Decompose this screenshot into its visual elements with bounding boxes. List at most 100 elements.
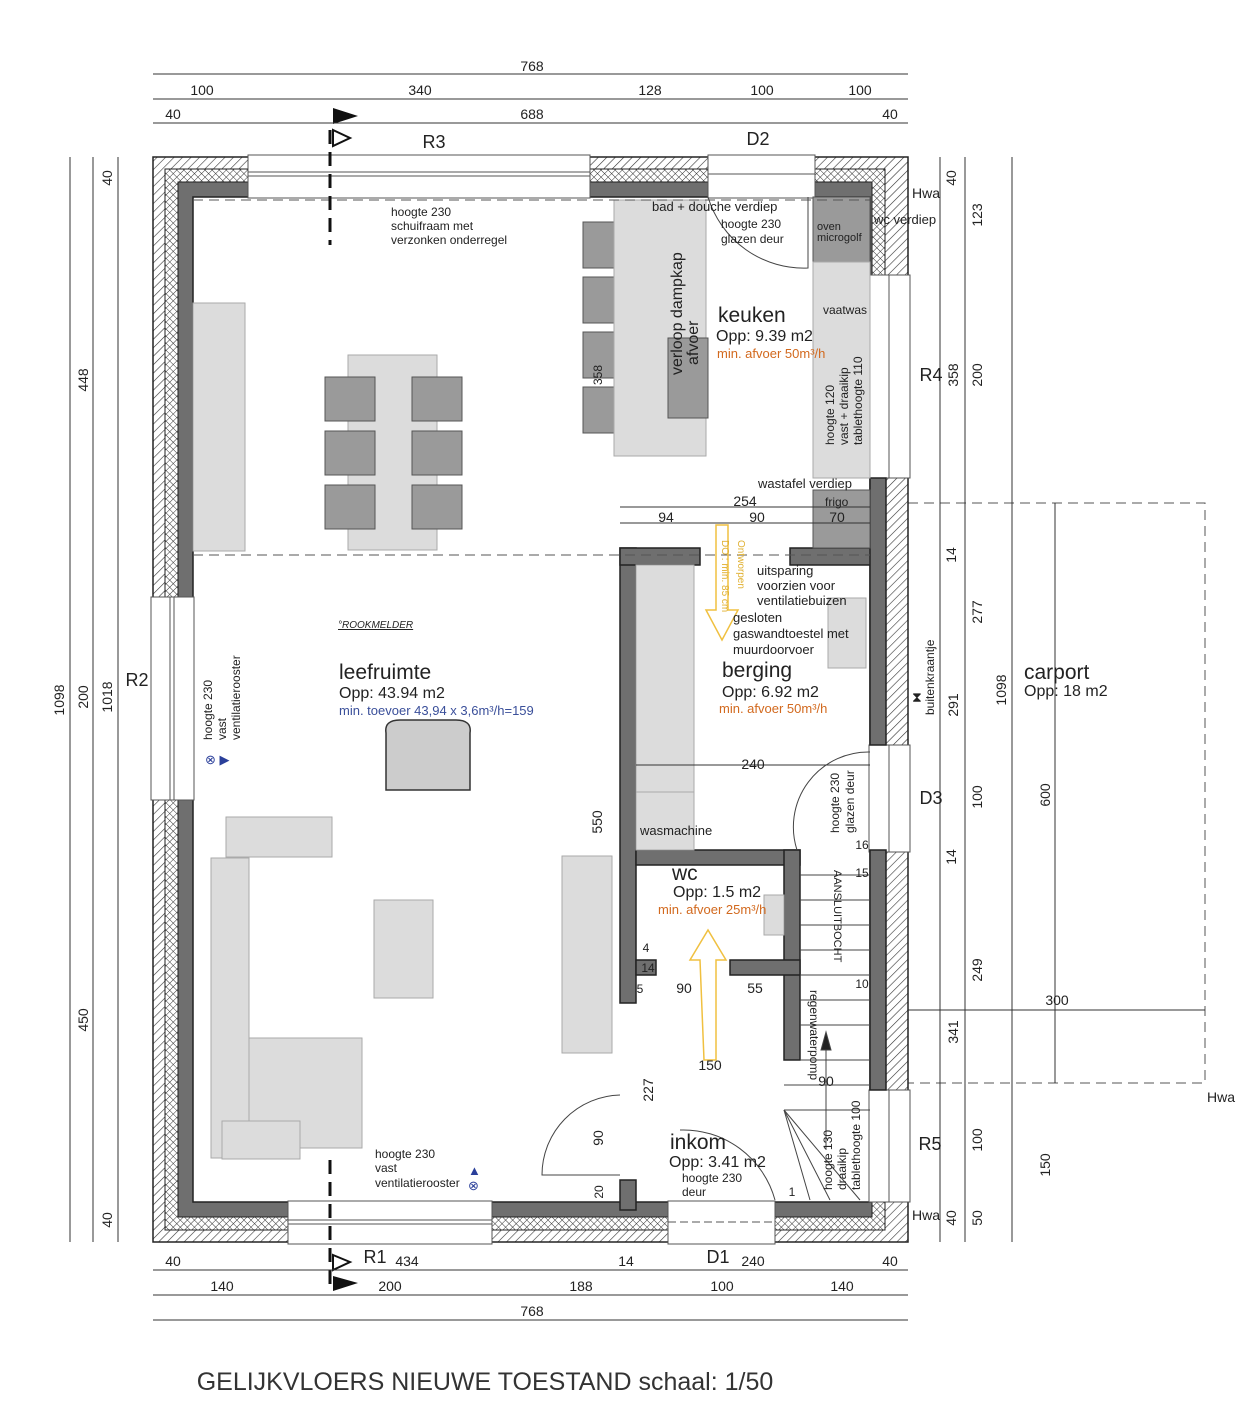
note-dampkap: afvoer bbox=[685, 320, 702, 365]
note-wasmachine: wasmachine bbox=[639, 823, 712, 838]
dim-interior: 227 bbox=[640, 1078, 656, 1102]
door-swing-d1 bbox=[679, 1129, 776, 1201]
vent-grille-icon: ⊗ ▶ bbox=[205, 752, 230, 767]
dim-right: 249 bbox=[969, 958, 985, 982]
dim-interior: 4 bbox=[643, 941, 650, 955]
note-aansluitbocht: AANSLUITBOCHT bbox=[831, 870, 843, 963]
note-r2: vast bbox=[215, 717, 229, 740]
dim-interior: 90 bbox=[818, 1073, 834, 1089]
note-r3: verzonken onderregel bbox=[391, 233, 507, 247]
dim-top: 688 bbox=[520, 106, 544, 122]
dim-interior: 70 bbox=[829, 509, 845, 525]
vent-grille-icon: ▲ bbox=[468, 1163, 481, 1178]
dim-right: 123 bbox=[969, 203, 985, 227]
room-name-wc: wc bbox=[671, 862, 698, 885]
note-d3: glazen deur bbox=[843, 770, 857, 833]
note-berging: uitsparing bbox=[757, 563, 813, 578]
section-arrow-icon bbox=[332, 1253, 353, 1272]
room-vent-keuken: min. afvoer 50m³/h bbox=[717, 346, 825, 361]
dim-interior: 15 bbox=[855, 866, 869, 880]
note-d1: deur bbox=[682, 1185, 706, 1199]
room-name-leefruimte: leefruimte bbox=[339, 661, 431, 684]
dim-right: 358 bbox=[945, 363, 961, 387]
dim-top: 100 bbox=[848, 82, 872, 98]
note-r5: tablethoogte 100 bbox=[849, 1100, 863, 1190]
dim-top-total: 768 bbox=[520, 58, 544, 74]
door-swing-d3 bbox=[792, 751, 871, 851]
note-doorgang: DO : min. 85 cm bbox=[719, 540, 730, 612]
dim-bottom: 40 bbox=[165, 1253, 181, 1269]
openings bbox=[150, 154, 911, 1245]
section-arrow-icon bbox=[333, 108, 358, 124]
note-buitenkraantje: buitenkraantje bbox=[923, 639, 937, 715]
staircase bbox=[783, 874, 870, 1201]
note-d1: hoogte 230 bbox=[682, 1171, 742, 1185]
label-r1: R1 bbox=[363, 1247, 386, 1267]
note-r5: hoogte 130 bbox=[821, 1130, 835, 1190]
room-area-keuken: Opp: 9.39 m2 bbox=[716, 328, 813, 345]
dimension-lines bbox=[69, 73, 1013, 1321]
section-arrow-icon bbox=[332, 128, 353, 148]
dim-left: 200 bbox=[75, 685, 91, 709]
note-doorgang: Ontworpen bbox=[735, 540, 746, 589]
passage-arrow-icon bbox=[688, 928, 728, 1061]
label-d1: D1 bbox=[706, 1247, 729, 1267]
note-r3: schuifraam met bbox=[391, 219, 474, 233]
dim-top: 100 bbox=[750, 82, 774, 98]
dim-bottom: 240 bbox=[741, 1253, 765, 1269]
dim-right: 277 bbox=[969, 600, 985, 624]
dim-left: 1018 bbox=[99, 681, 115, 712]
dim-interior: 254 bbox=[733, 493, 757, 509]
dim-top: 40 bbox=[882, 106, 898, 122]
dim-interior: 55 bbox=[747, 980, 763, 996]
dim-bottom: 40 bbox=[882, 1253, 898, 1269]
room-area-carport: Opp: 18 m2 bbox=[1024, 683, 1108, 700]
door-swing bbox=[541, 1094, 621, 1176]
vent-grille-icon: ⊗ bbox=[468, 1178, 479, 1193]
label-d2: D2 bbox=[746, 129, 769, 149]
room-name-carport: carport bbox=[1024, 661, 1090, 684]
note-d3: hoogte 230 bbox=[828, 773, 842, 833]
dim-interior: 20 bbox=[592, 1185, 606, 1199]
dim-bottom: 200 bbox=[378, 1278, 402, 1294]
note-wastafel: wastafel verdiep bbox=[757, 476, 852, 491]
dim-interior: 1 bbox=[789, 1185, 796, 1199]
label-r5: R5 bbox=[918, 1134, 941, 1154]
dim-right: 150 bbox=[1037, 1153, 1053, 1177]
note-vaatwas: vaatwas bbox=[823, 303, 867, 317]
note-berging: gaswandtoestel met bbox=[733, 626, 849, 641]
note-wc-verdiep: wc verdiep bbox=[873, 212, 936, 227]
dim-left: 40 bbox=[99, 1212, 115, 1228]
note-hwa: Hwa bbox=[1207, 1089, 1235, 1105]
note-hwa: Hwa bbox=[912, 185, 940, 201]
label-r4: R4 bbox=[919, 365, 942, 385]
note-r2: hoogte 230 bbox=[201, 680, 215, 740]
dim-interior: 5 bbox=[637, 982, 644, 996]
dim-bottom: 14 bbox=[618, 1253, 634, 1269]
note-d2: hoogte 230 bbox=[721, 217, 781, 231]
dim-left: 450 bbox=[75, 1008, 91, 1032]
dim-top: 340 bbox=[408, 82, 432, 98]
note-oven: microgolf bbox=[817, 232, 863, 244]
note-frigo: frigo bbox=[825, 495, 849, 509]
label-r2: R2 bbox=[125, 670, 148, 690]
note-r4: vast + draaikip bbox=[837, 367, 851, 445]
dim-right: 50 bbox=[969, 1210, 985, 1226]
note-berging: muurdoorvoer bbox=[733, 642, 815, 657]
dim-interior: 94 bbox=[658, 509, 674, 525]
dim-right: 40 bbox=[943, 170, 959, 186]
note-berging: gesloten bbox=[733, 610, 782, 625]
note-r1: hoogte 230 bbox=[375, 1147, 435, 1161]
note-r4: hoogte 120 bbox=[823, 385, 837, 445]
dim-bottom: 140 bbox=[210, 1278, 234, 1294]
note-r1: vast bbox=[375, 1161, 398, 1175]
dim-interior: 16 bbox=[855, 838, 869, 852]
note-r3: hoogte 230 bbox=[391, 205, 451, 219]
dim-right: 40 bbox=[943, 1210, 959, 1226]
dim-right: 100 bbox=[969, 785, 985, 809]
note-hwa: Hwa bbox=[912, 1207, 940, 1223]
dim-top: 40 bbox=[165, 106, 181, 122]
drawing-title: GELIJKVLOERS NIEUWE TOESTAND schaal: 1/5… bbox=[197, 1368, 774, 1396]
dim-left: 40 bbox=[99, 170, 115, 186]
